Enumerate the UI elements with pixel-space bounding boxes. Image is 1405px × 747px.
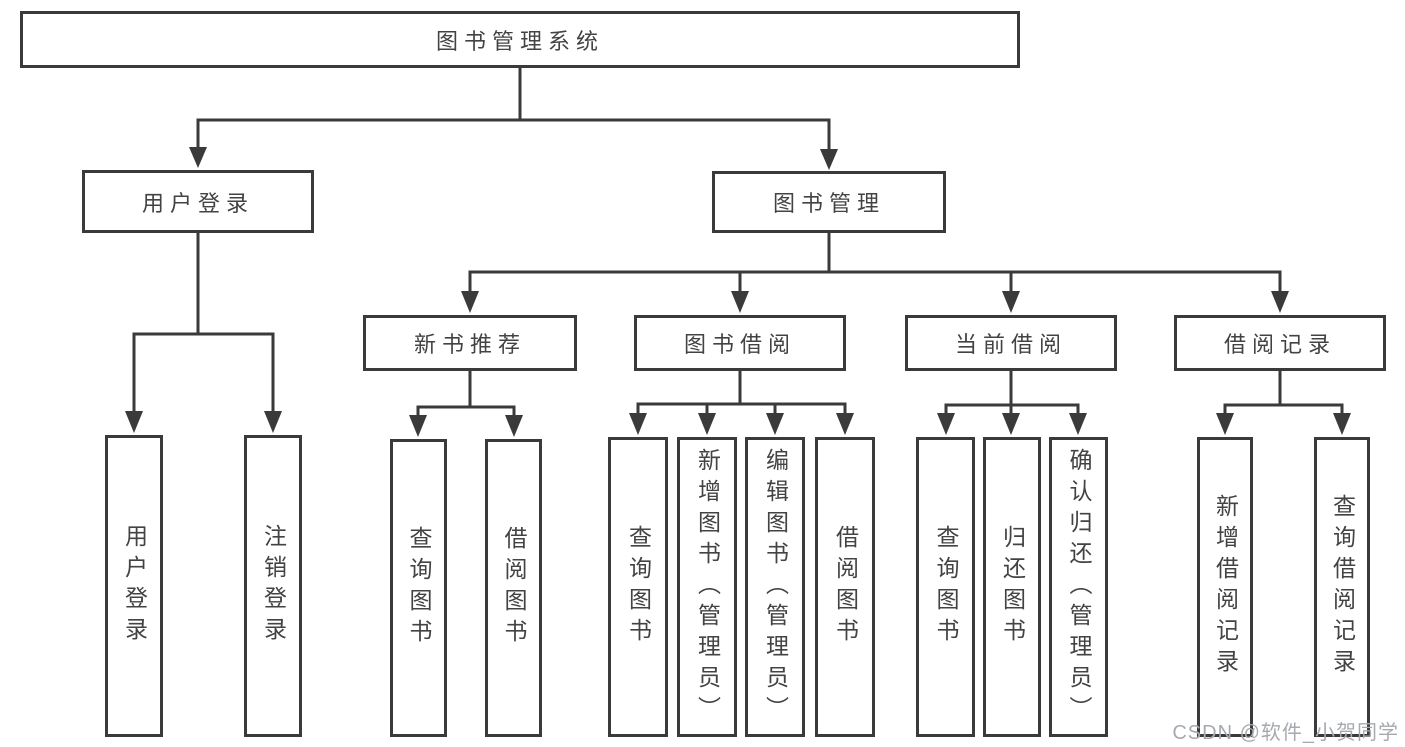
leaf-query-books-newbooks: 查询图书 [390,439,447,737]
leaf-borrow-books-borrow-label: 借阅图书 [832,525,859,649]
node-book-management: 图书管理 [712,171,946,233]
node-current-borrow: 当前借阅 [905,315,1117,371]
leaf-user-login-label: 用户登录 [121,524,148,648]
leaf-user-login: 用户登录 [105,435,163,737]
leaf-edit-book-admin: 编辑图书（管理员） [745,437,805,737]
leaf-query-books-borrow-label: 查询图书 [625,525,652,649]
leaf-confirm-return-admin-label: 确认归还（管理员） [1066,447,1092,727]
leaf-logout-login: 注销登录 [244,435,302,737]
node-root-system: 图书管理系统 [20,11,1020,68]
leaf-borrow-books-newbooks-label: 借阅图书 [501,526,527,650]
leaf-add-borrow-record-label: 新增借阅记录 [1212,494,1239,680]
csdn-watermark: CSDN @软件_小贺同学 [1172,722,1399,744]
leaf-query-books-newbooks-label: 查询图书 [406,526,432,650]
leaf-logout-login-label: 注销登录 [260,524,287,648]
leaf-query-books-current: 查询图书 [916,437,975,737]
leaf-query-borrow-record-label: 查询借阅记录 [1329,494,1356,680]
node-user-login: 用户登录 [82,170,314,233]
node-root-label: 图书管理系统 [435,28,604,54]
leaf-query-borrow-record: 查询借阅记录 [1314,437,1370,737]
node-current-borrow-label: 当前借阅 [954,332,1067,357]
node-borrow-records-label: 借阅记录 [1223,332,1336,357]
leaf-edit-book-admin-label: 编辑图书（管理员） [762,447,789,727]
leaf-add-book-admin: 新增图书（管理员） [677,437,737,737]
leaf-query-books-borrow: 查询图书 [608,437,668,737]
leaf-return-books-label: 归还图书 [999,525,1026,649]
leaf-borrow-books-newbooks: 借阅图书 [485,439,542,737]
leaf-borrow-books-borrow: 借阅图书 [815,437,875,737]
leaf-confirm-return-admin: 确认归还（管理员） [1049,437,1108,737]
leaf-add-book-admin-label: 新增图书（管理员） [694,447,721,727]
leaf-query-books-current-label: 查询图书 [933,525,959,649]
node-book-borrow-label: 图书借阅 [683,332,796,357]
node-new-books: 新书推荐 [363,315,577,371]
node-book-borrow: 图书借阅 [634,315,846,371]
node-borrow-records: 借阅记录 [1174,315,1386,371]
node-book-management-label: 图书管理 [772,191,885,216]
leaf-return-books: 归还图书 [983,437,1041,737]
node-new-books-label: 新书推荐 [413,332,526,357]
node-user-login-label: 用户登录 [141,190,254,216]
leaf-add-borrow-record: 新增借阅记录 [1197,437,1253,737]
